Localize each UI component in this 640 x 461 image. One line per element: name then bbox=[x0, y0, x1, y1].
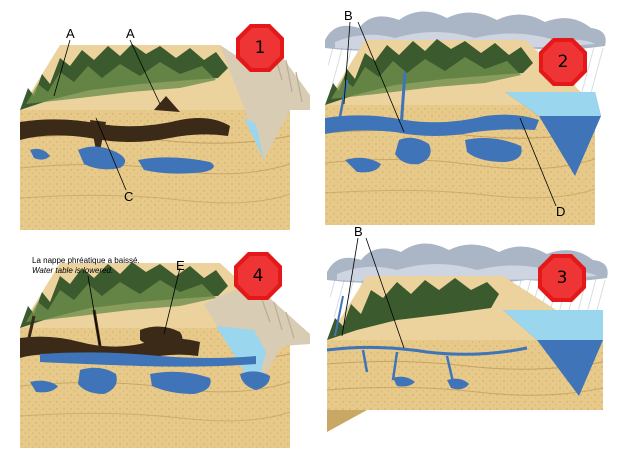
badge-2: 2 bbox=[539, 38, 587, 86]
label-d: D bbox=[556, 204, 565, 219]
svg-text:2: 2 bbox=[558, 52, 569, 72]
note-fr: La nappe phréatique a baissé. bbox=[32, 256, 140, 265]
label-b-bottom: B bbox=[354, 224, 363, 239]
label-a-right: A bbox=[126, 26, 135, 41]
badge-4: 4 bbox=[234, 252, 282, 300]
note-en: Water table is lowered. bbox=[32, 266, 113, 275]
label-b-top: B bbox=[344, 8, 353, 23]
svg-text:3: 3 bbox=[557, 268, 568, 288]
badge-1: 1 bbox=[236, 24, 284, 72]
badge-3: 3 bbox=[538, 254, 586, 302]
label-a-left: A bbox=[66, 26, 75, 41]
svg-text:4: 4 bbox=[253, 266, 264, 286]
svg-text:1: 1 bbox=[255, 38, 266, 58]
label-c: C bbox=[124, 189, 133, 204]
label-e: E bbox=[176, 258, 185, 273]
